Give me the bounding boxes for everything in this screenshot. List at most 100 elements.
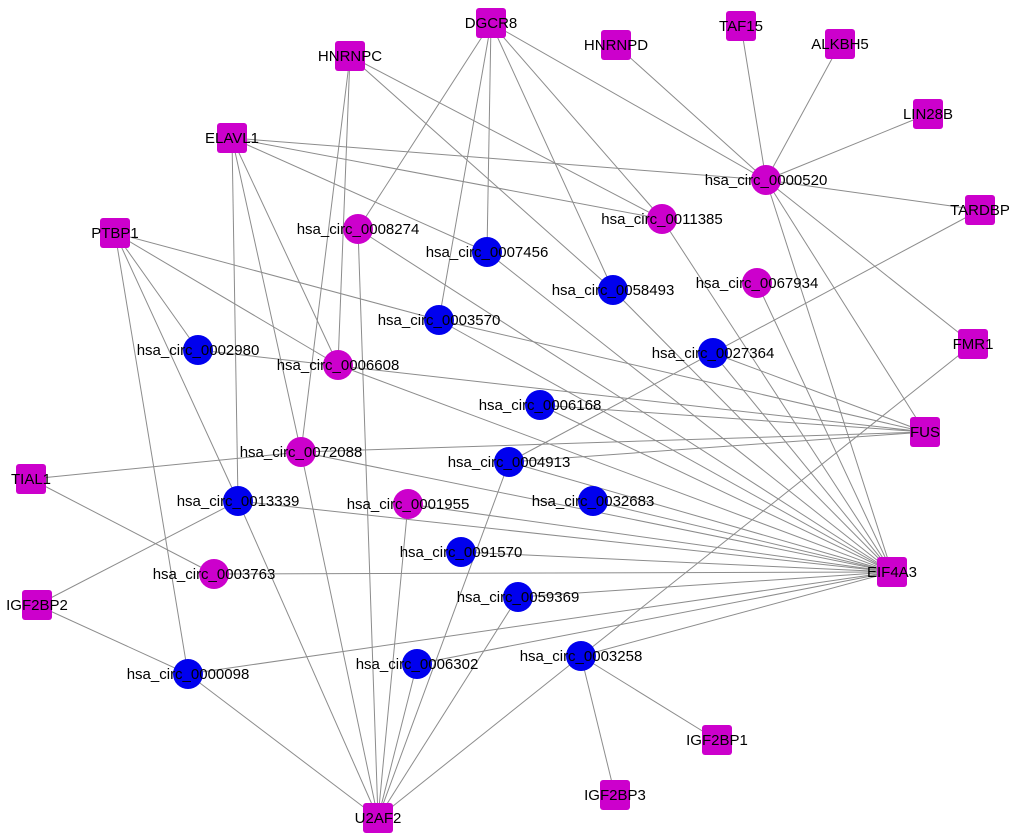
edge-eif4a3-hsa_circ_0001955 [407, 503, 893, 573]
circrna-node-hsa-circ-0067934[interactable] [742, 268, 772, 298]
node-label: hsa_circ_0067934 [696, 275, 819, 292]
edge-eif4a3-hsa_circ_0007456 [486, 251, 893, 573]
protein-node-u2af2[interactable] [363, 803, 393, 833]
protein-node-tardbp[interactable] [965, 195, 995, 225]
circrna-node-hsa-circ-0000520[interactable] [751, 165, 781, 195]
protein-node-taf15[interactable] [726, 11, 756, 41]
circrna-node-hsa-circ-0091570[interactable] [446, 537, 476, 567]
edge-u2af2-hsa_circ_0072088 [300, 451, 379, 819]
edge-hnrnpc-hsa_circ_0058493 [349, 55, 614, 291]
node-label: TARDBP [950, 202, 1010, 219]
edge-igf2bp3-hsa_circ_0003258 [580, 655, 616, 796]
node-label: hsa_circ_0006302 [356, 656, 479, 673]
node-label: PTBP1 [91, 225, 139, 242]
edge-dgcr8-hsa_circ_0011385 [490, 22, 663, 220]
edge-ptbp1-hsa_circ_0003570 [114, 232, 440, 321]
edge-layer [30, 22, 981, 819]
node-label: TIAL1 [11, 471, 51, 488]
edge-ptbp1-hsa_circ_0006608 [114, 232, 339, 366]
circrna-node-hsa-circ-0006302[interactable] [402, 649, 432, 679]
node-label: hsa_circ_0011385 [601, 211, 722, 228]
circrna-node-hsa-circ-0007456[interactable] [472, 237, 502, 267]
node-label: IGF2BP1 [686, 732, 748, 749]
circrna-node-hsa-circ-0006608[interactable] [323, 350, 353, 380]
edge-eif4a3-hsa_circ_0004913 [508, 461, 893, 573]
protein-node-tial1[interactable] [16, 464, 46, 494]
circrna-node-hsa-circ-0032683[interactable] [578, 486, 608, 516]
edge-ptbp1-hsa_circ_0000098 [114, 232, 189, 675]
circrna-node-hsa-circ-0058493[interactable] [598, 275, 628, 305]
protein-node-igf2bp3[interactable] [600, 780, 630, 810]
node-label: LIN28B [903, 106, 953, 123]
circrna-node-hsa-circ-0008274[interactable] [343, 214, 373, 244]
edge-hnrnpc-hsa_circ_0011385 [349, 55, 663, 220]
edge-eif4a3-hsa_circ_0006608 [337, 364, 893, 573]
edge-fus-hsa_circ_0072088 [300, 431, 926, 453]
node-label: hsa_circ_0001955 [347, 496, 470, 513]
circrna-node-hsa-circ-0072088[interactable] [286, 437, 316, 467]
edge-eif4a3-hsa_circ_0013339 [237, 500, 893, 573]
node-layer [16, 8, 995, 833]
protein-node-hnrnpd[interactable] [601, 30, 631, 60]
node-label: U2AF2 [355, 810, 402, 827]
edge-u2af2-hsa_circ_0003258 [377, 655, 582, 819]
edge-eif4a3-hsa_circ_0006302 [416, 571, 893, 665]
protein-node-alkbh5[interactable] [825, 29, 855, 59]
edge-dgcr8-hsa_circ_0000520 [490, 22, 767, 181]
circrna-node-hsa-circ-0001955[interactable] [393, 489, 423, 519]
edge-u2af2-hsa_circ_0006302 [377, 663, 418, 819]
protein-node-igf2bp2[interactable] [22, 590, 52, 620]
edge-lin28b-hsa_circ_0000520 [765, 113, 929, 181]
edge-u2af2-hsa_circ_0013339 [237, 500, 379, 819]
edge-elavl1-hsa_circ_0006608 [231, 137, 339, 366]
edge-fmr1-hsa_circ_0000520 [765, 179, 974, 345]
edge-igf2bp2-hsa_circ_0000098 [36, 604, 189, 675]
edge-eif4a3-hsa_circ_0059369 [517, 571, 893, 598]
protein-node-elavl1[interactable] [217, 123, 247, 153]
circrna-node-hsa-circ-0002980[interactable] [183, 335, 213, 365]
circrna-node-hsa-circ-0004913[interactable] [494, 447, 524, 477]
edge-eif4a3-hsa_circ_0000520 [765, 179, 893, 573]
node-label: hsa_circ_0003570 [378, 312, 501, 329]
edge-u2af2-hsa_circ_0059369 [377, 596, 519, 819]
node-label: hsa_circ_0003763 [153, 566, 276, 583]
node-label: hsa_circ_0006608 [277, 357, 400, 374]
protein-node-eif4a3[interactable] [877, 557, 907, 587]
protein-node-lin28b[interactable] [913, 99, 943, 129]
edge-eif4a3-hsa_circ_0027364 [712, 352, 893, 573]
node-label: IGF2BP2 [6, 597, 68, 614]
edge-dgcr8-hsa_circ_0007456 [486, 22, 492, 253]
edge-ptbp1-hsa_circ_0002980 [114, 232, 199, 351]
edge-fus-hsa_circ_0002980 [197, 349, 926, 433]
circrna-node-hsa-circ-0059369[interactable] [503, 582, 533, 612]
circrna-node-hsa-circ-0027364[interactable] [698, 338, 728, 368]
edge-u2af2-hsa_circ_0004913 [377, 461, 510, 819]
edge-u2af2-hsa_circ_0008274 [357, 228, 379, 819]
circrna-node-hsa-circ-0003763[interactable] [199, 559, 229, 589]
circrna-node-hsa-circ-0000098[interactable] [173, 659, 203, 689]
circrna-node-hsa-circ-0011385[interactable] [647, 204, 677, 234]
node-label: hsa_circ_0072088 [240, 444, 363, 461]
protein-node-igf2bp1[interactable] [702, 725, 732, 755]
node-label: FMR1 [953, 336, 994, 353]
circrna-node-hsa-circ-0003570[interactable] [424, 305, 454, 335]
circrna-node-hsa-circ-0006168[interactable] [525, 390, 555, 420]
edge-fus-hsa_circ_0006168 [539, 404, 926, 433]
node-label: hsa_circ_0004913 [448, 454, 571, 471]
edge-eif4a3-hsa_circ_0067934 [756, 282, 893, 573]
node-label: hsa_circ_0091570 [400, 544, 523, 561]
edge-igf2bp2-hsa_circ_0013339 [36, 500, 239, 606]
edge-hnrnpc-hsa_circ_0006608 [337, 55, 351, 366]
node-label: hsa_circ_0000098 [127, 666, 250, 683]
node-label: hsa_circ_0006168 [479, 397, 602, 414]
edge-elavl1-hsa_circ_0072088 [231, 137, 302, 453]
edge-fus-hsa_circ_0000520 [765, 179, 926, 433]
protein-node-ptbp1[interactable] [100, 218, 130, 248]
edge-fus-hsa_circ_0027364 [712, 352, 926, 433]
protein-node-fus[interactable] [910, 417, 940, 447]
protein-node-fmr1[interactable] [958, 329, 988, 359]
circrna-node-hsa-circ-0003258[interactable] [566, 641, 596, 671]
protein-node-dgcr8[interactable] [476, 8, 506, 38]
circrna-node-hsa-circ-0013339[interactable] [223, 486, 253, 516]
protein-node-hnrnpc[interactable] [335, 41, 365, 71]
